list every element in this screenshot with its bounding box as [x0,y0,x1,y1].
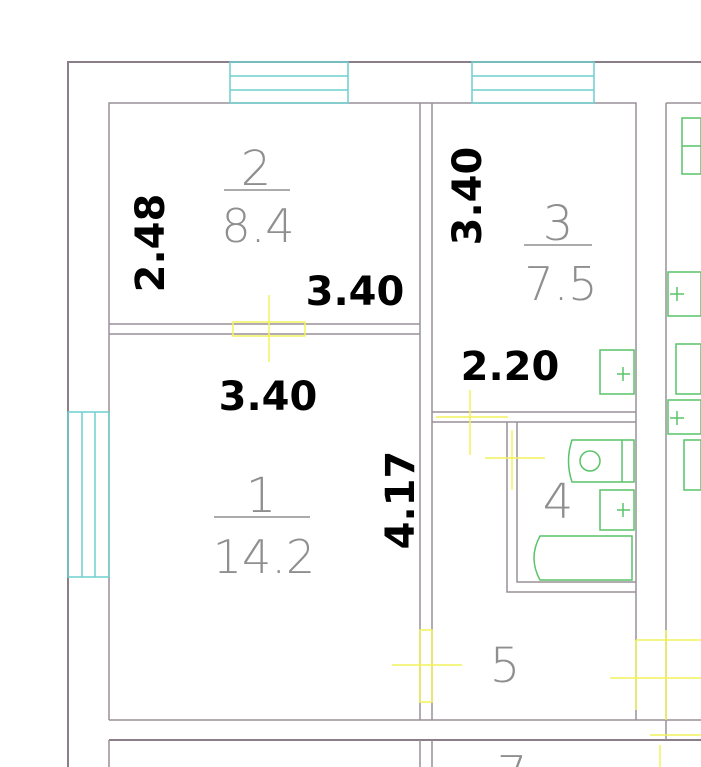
room-7-number: 7 [497,746,528,767]
outer-walls [67,61,701,767]
room-3-label: 3 7.5 [524,196,598,311]
bathtub-icon [533,535,633,581]
window-top-right [471,61,595,104]
door-room2-room1 [232,295,306,362]
door-room1-room5 [392,629,462,703]
fixtures [533,117,701,581]
dimensions: 2.48 3.40 3.40 2.20 3.40 4.17 [128,147,559,550]
window-left [67,411,110,578]
door-room3 [436,390,508,455]
dimension-room3-height: 3.40 [445,147,491,246]
right-unit-fixtures [667,117,701,491]
room-3-area: 7.5 [524,257,597,311]
dimension-room2-width: 3.40 [306,269,405,315]
room-3-number: 3 [543,196,574,252]
room-5-number: 5 [490,638,521,694]
kitchen-sink-icon [599,349,635,395]
room-2-number: 2 [241,141,272,197]
washbasin-icon [567,439,635,483]
inner-walls [108,102,701,767]
room-2-label: 2 8.4 [221,141,294,253]
doors [232,295,701,767]
dimension-room2-height: 2.48 [128,194,174,293]
toilet-icon [599,489,635,531]
room-1-area: 14.2 [213,530,315,584]
dimension-room1-height: 4.17 [378,451,424,550]
room-1-number: 1 [246,468,277,524]
door-bathroom [485,430,545,490]
window-top-left [229,61,349,104]
door-room5-right [610,630,701,767]
room-2-area: 8.4 [221,199,294,253]
dimension-room1-width: 3.40 [219,374,318,420]
dimension-room3-width: 2.20 [461,344,560,390]
windows [67,61,595,578]
room-1-label: 1 14.2 [213,468,315,584]
room-4-number: 4 [543,474,574,530]
